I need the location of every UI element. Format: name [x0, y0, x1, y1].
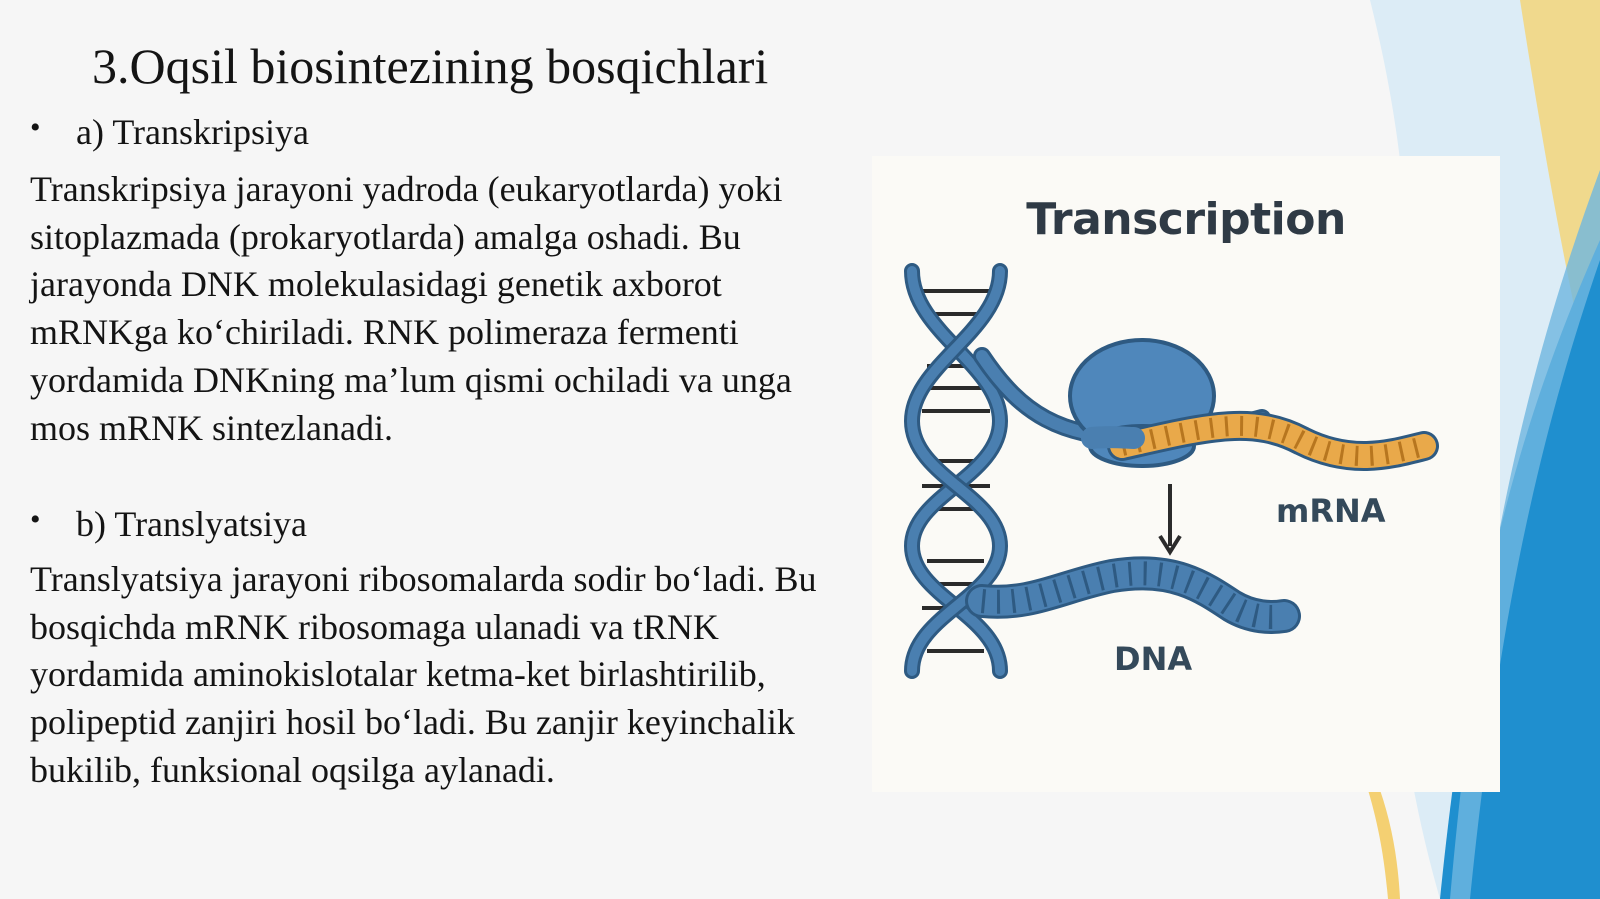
bullet-dot: •	[30, 111, 41, 144]
dna-strand-right-fill	[906, 266, 1006, 676]
transcription-figure: Transcription	[872, 156, 1500, 792]
figure-title: Transcription	[1026, 194, 1346, 245]
section-heading: b) Translyatsiya	[76, 504, 308, 544]
transcription-illustration	[903, 263, 1439, 679]
paragraph-transkripsiya: Transkripsiya jarayoni yadroda (eukaryot…	[30, 169, 792, 448]
mrna-label: mRNA	[1276, 492, 1386, 530]
paragraph-translyatsiya: Translyatsiya jarayoni ribosomalarda sod…	[30, 559, 817, 790]
dna-label: DNA	[1114, 640, 1193, 678]
page-title: 3.Oqsil biosintezining bosqichlari	[92, 38, 769, 94]
bullet-dot: •	[30, 503, 41, 536]
dna-lower-strand	[968, 559, 1298, 631]
mrna-strand	[1110, 413, 1436, 468]
section-heading: a) Transkripsiya	[76, 112, 309, 152]
yellow-band-bottom	[1368, 790, 1400, 899]
